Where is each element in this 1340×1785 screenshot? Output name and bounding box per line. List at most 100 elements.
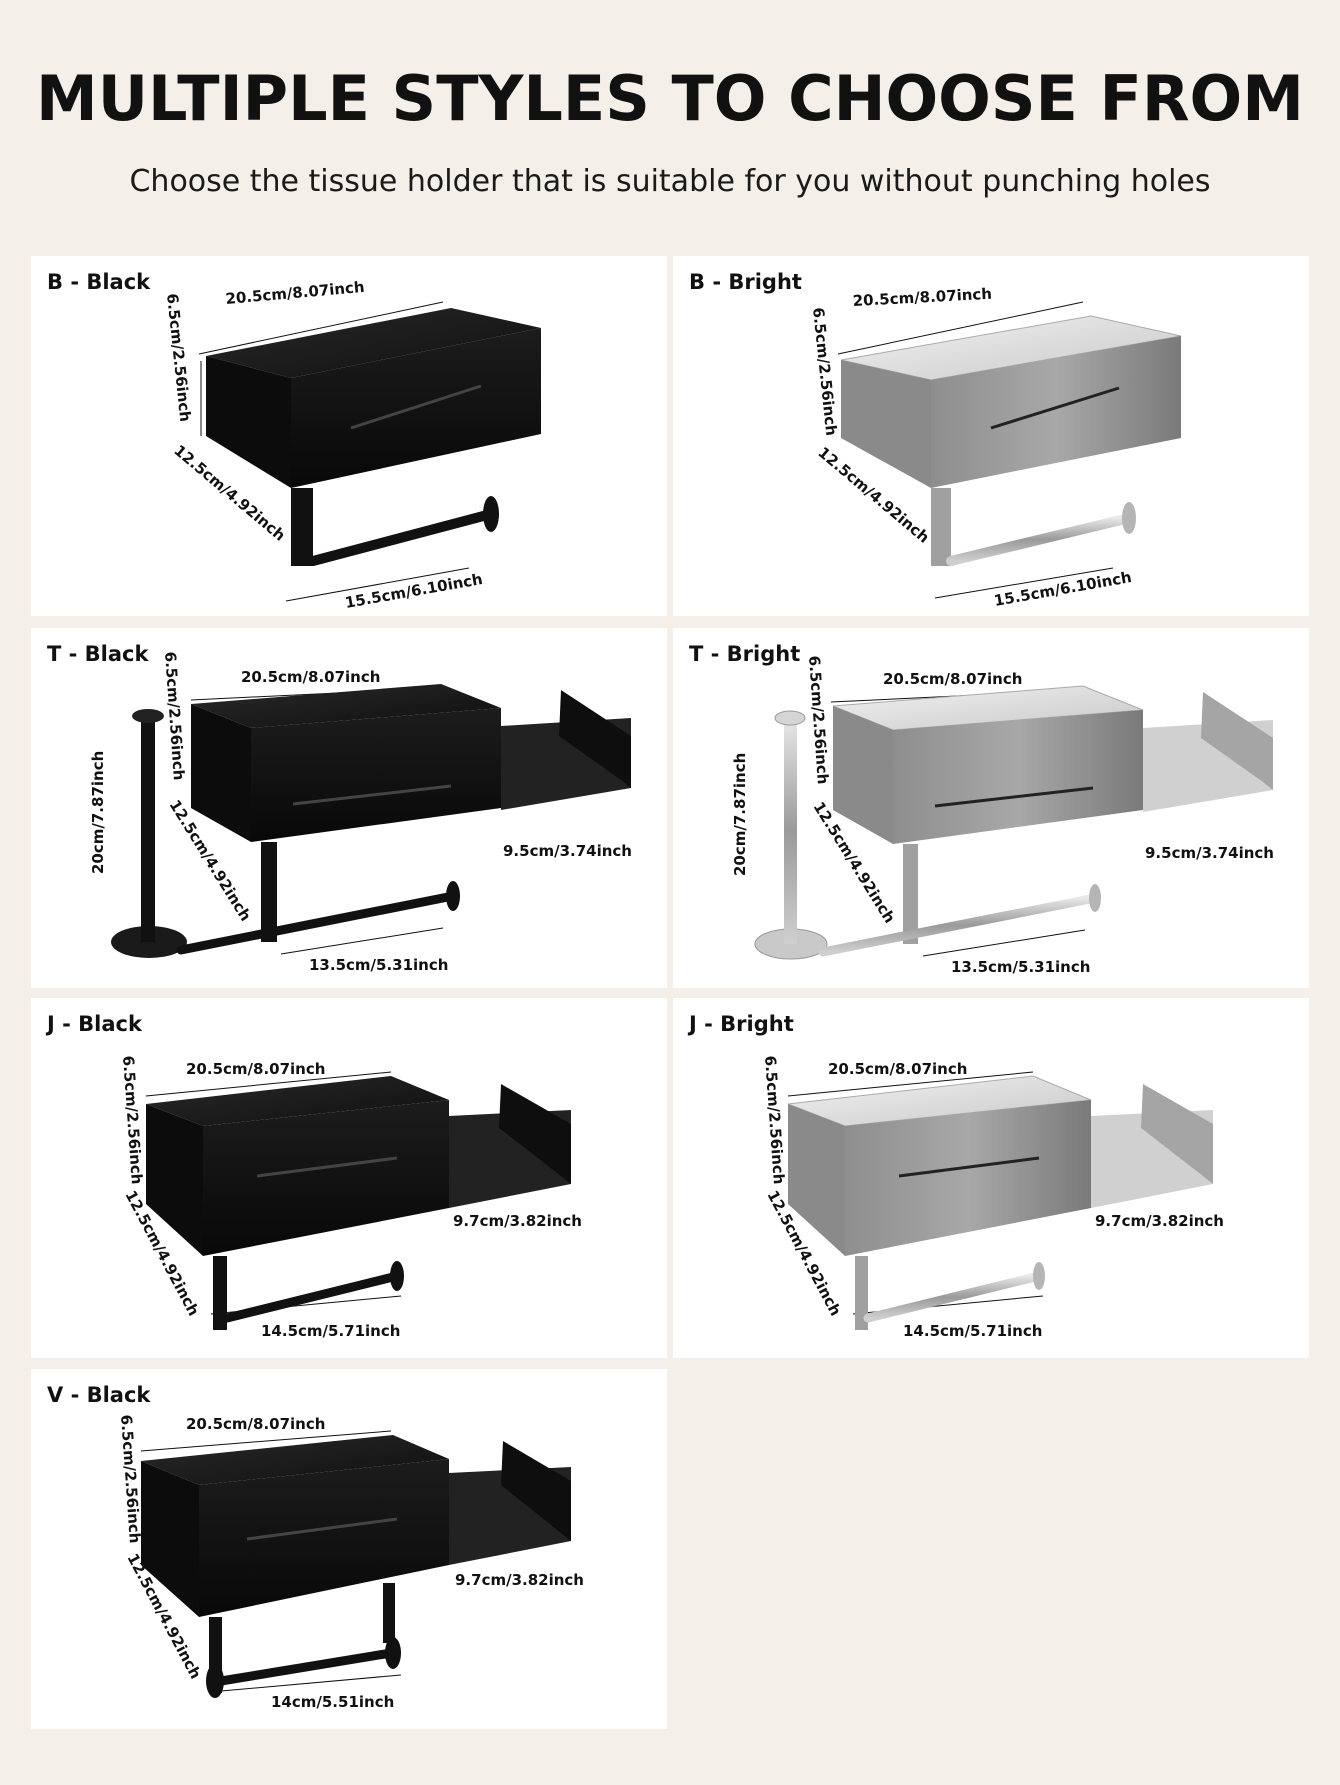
width-dimension: 20.5cm/8.07inch [186, 1060, 325, 1078]
rod-end-cap [1089, 884, 1101, 912]
width-dimension: 20.5cm/8.07inch [186, 1415, 325, 1433]
box-front [845, 1100, 1091, 1256]
rod-end-cap-right [385, 1637, 401, 1669]
rod-dimension: 13.5cm/5.31inch [309, 956, 448, 974]
shelf-dimension: 9.7cm/3.82inch [453, 1212, 582, 1230]
stand-dimension: 20cm/7.87inch [731, 753, 749, 876]
bracket [931, 488, 951, 566]
paper-rod [946, 513, 1134, 566]
stand-pole [141, 716, 155, 942]
box-lid [191, 684, 501, 728]
rod-dimension: 15.5cm/6.10inch [993, 568, 1133, 610]
height-dimension: 6.5cm/2.56inch [117, 1414, 144, 1544]
bracket-right [383, 1583, 395, 1643]
box-side [141, 1461, 199, 1617]
paper-rod [863, 1271, 1044, 1323]
panel-t-black: T - Black 20.5cm/8.07inch 6.5cm/2.56inch… [31, 628, 667, 988]
shelf-dimension: 9.5cm/3.74inch [503, 842, 632, 860]
paper-rod [176, 891, 458, 955]
tissue-slot [350, 384, 482, 430]
height-dimension: 6.5cm/2.56inch [805, 655, 832, 785]
bracket [261, 842, 277, 942]
tissue-slot [934, 786, 1094, 808]
product-illustration: 20.5cm/8.07inch 6.5cm/2.56inch 12.5cm/4.… [761, 1055, 1224, 1340]
box-side [841, 360, 931, 488]
box-front [203, 1100, 449, 1256]
style-label: B - Bright [689, 270, 802, 294]
shelf-lip [1141, 1084, 1213, 1184]
style-label: J - Black [47, 1012, 142, 1036]
panel-b-black: B - Black 20.5cm/8.07inch 6.5cm/2.56inch… [31, 256, 667, 616]
paper-rod [818, 893, 1100, 957]
style-label: T - Bright [689, 642, 801, 666]
bracket [291, 488, 313, 566]
shelf-lip [501, 1441, 571, 1541]
height-dimension: 6.5cm/2.56inch [163, 293, 194, 423]
rod-dimension: 14.5cm/5.71inch [261, 1322, 400, 1340]
box-side [206, 356, 291, 488]
width-dimension: 20.5cm/8.07inch [883, 670, 1022, 688]
panel-v-black: V - Black 20.5cm/8.07inch 6.5cm/2.56inch… [31, 1369, 667, 1729]
rod-dimension: 13.5cm/5.31inch [951, 958, 1090, 976]
box-lid [206, 308, 541, 378]
bracket [213, 1256, 227, 1330]
paper-rod [222, 1271, 402, 1323]
box-side [833, 706, 893, 844]
box-front [251, 708, 501, 842]
product-illustration: 20.5cm/8.07inch 6.5cm/2.56inch 12.5cm/4.… [117, 1414, 584, 1711]
tissue-slot [898, 1156, 1040, 1178]
style-label: B - Black [47, 270, 151, 294]
stand-cap [774, 710, 806, 726]
stand-cap [132, 709, 164, 723]
box-front [931, 336, 1181, 488]
tissue-slot [292, 784, 452, 806]
tissue-slot [246, 1517, 398, 1541]
panel-j-black: J - Black 20.5cm/8.07inch 6.5cm/2.56inch… [31, 998, 667, 1358]
rod-end-cap-left [206, 1664, 224, 1698]
page-subtitle: Choose the tissue holder that is suitabl… [129, 164, 1211, 199]
shelf-lip [559, 690, 631, 788]
box-lid [146, 1076, 449, 1126]
shelf-dimension: 9.5cm/3.74inch [1145, 844, 1274, 862]
style-label: T - Black [47, 642, 149, 666]
height-dimension: 6.5cm/2.56inch [119, 1055, 146, 1185]
product-illustration: 20.5cm/8.07inch 6.5cm/2.56inch 12.5cm/4.… [809, 285, 1182, 610]
box-side [146, 1104, 203, 1256]
style-label: V - Black [47, 1383, 151, 1407]
rod-end-cap [1122, 502, 1136, 534]
bracket [903, 844, 918, 944]
box-front [199, 1459, 449, 1617]
shelf-dimension: 9.7cm/3.82inch [455, 1571, 584, 1589]
product-illustration: 20.5cm/8.07inch 6.5cm/2.56inch 12.5cm/4.… [119, 1055, 582, 1340]
product-illustration: 20.5cm/8.07inch 6.5cm/2.56inch 12.5cm/4.… [89, 651, 632, 974]
tissue-slot [256, 1156, 398, 1178]
box-front [893, 710, 1143, 844]
style-label: J - Bright [689, 1012, 794, 1036]
panel-j-bright: J - Bright 20.5cm/8.07inch 6.5cm/2.56inc… [673, 998, 1309, 1358]
tissue-slot [990, 386, 1120, 430]
rod-dimension: 14cm/5.51inch [271, 1693, 394, 1711]
width-dimension: 20.5cm/8.07inch [852, 285, 992, 310]
shelf-dimension: 9.7cm/3.82inch [1095, 1212, 1224, 1230]
panel-b-bright: B - Bright 20.5cm/8.07inch 6.5cm/2.56inc… [673, 256, 1309, 616]
width-dimension: 20.5cm/8.07inch [828, 1060, 967, 1078]
bracket [855, 1256, 868, 1330]
product-illustration: 20.5cm/8.07inch 6.5cm/2.56inch 12.5cm/4.… [731, 655, 1274, 976]
shelf-lip [499, 1084, 571, 1184]
rod-end-cap [1033, 1262, 1045, 1290]
stand-dimension: 20cm/7.87inch [89, 751, 107, 874]
stand-pole [784, 718, 797, 944]
width-dimension: 20.5cm/8.07inch [225, 278, 365, 308]
box-side [191, 704, 251, 842]
height-dimension: 6.5cm/2.56inch [809, 307, 840, 437]
panel-t-bright: T - Bright 20.5cm/8.07inch 6.5cm/2.56inc… [673, 628, 1309, 988]
shelf-lip [1201, 692, 1273, 790]
height-dimension: 6.5cm/2.56inch [761, 1055, 788, 1185]
box-side [788, 1104, 845, 1256]
rod-dimension: 14.5cm/5.71inch [903, 1322, 1042, 1340]
product-illustration: 20.5cm/8.07inch 6.5cm/2.56inch 12.5cm/4.… [163, 278, 541, 612]
page-title: MULTIPLE STYLES TO CHOOSE FROM [36, 62, 1304, 135]
rod-end-cap [390, 1261, 404, 1291]
rod-dimension: 15.5cm/6.10inch [344, 570, 484, 612]
width-dimension: 20.5cm/8.07inch [241, 668, 380, 686]
